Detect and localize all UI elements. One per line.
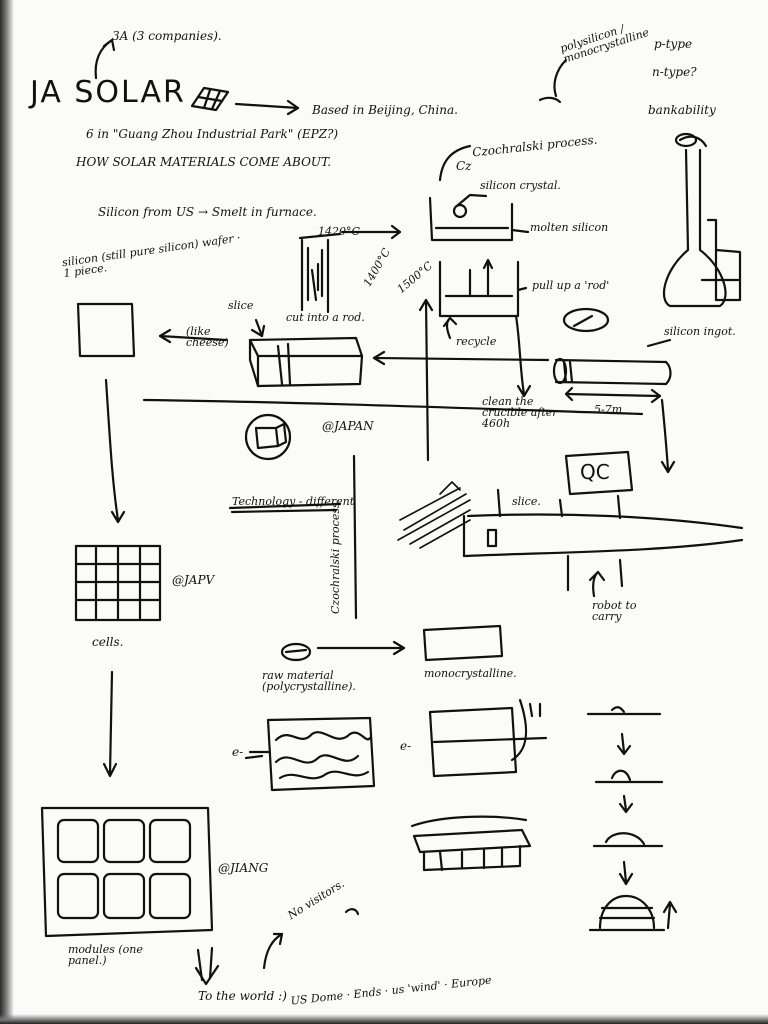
solar-panel-icon [192,88,228,110]
mono-block [430,700,546,776]
cz-note: Cz [456,160,472,172]
scribble-sketch [398,482,470,548]
furnace-column [300,234,340,312]
p-type-note: p-type [654,38,692,50]
slice-label: slice [228,300,253,311]
cz-process-vertical: Czochralski process. [330,499,341,614]
molten-silicon-label: molten silicon [530,222,608,233]
cells-grid-sketch [76,546,160,620]
n-type-note: n-type? [652,66,697,78]
modules-label: modules (one panel.) [68,944,178,966]
silicon-ingot-label: silicon ingot. [664,326,736,337]
cube-icon-sketch [246,415,290,459]
raw-material-label: raw material (polycrystalline). [262,670,402,692]
silicon-ingot-sketch [554,359,671,384]
park-note: 6 in "Guang Zhou Industrial Park" (EPZ?) [86,128,338,140]
mono-rect [424,626,502,660]
based-arrow [236,104,298,108]
length-label: 5-7m [594,404,622,415]
clean-crucible-note: clean the crucible after 460h [482,396,578,429]
temp-1420: 1420°C [318,226,360,237]
like-cheese-label: (like cheese) [186,326,246,348]
conveyor-sketch [464,490,742,590]
modules-panel-sketch [42,808,212,936]
flask-sketch [664,134,740,306]
factory-sketch [412,817,530,870]
molten-arrow [512,230,528,232]
slice-conveyor-label: slice. [512,496,541,507]
poly-crystal-block [250,718,374,790]
crucible-sketch [430,195,512,240]
at-jiang-label: @JIANG [218,862,268,874]
silicon-crystal-label: silicon crystal. [480,180,561,191]
pull-up-rod-label: pull up a 'rod' [532,280,609,291]
title-ja-solar: JA SOLAR [30,78,186,108]
silicon-us-note: Silicon from US → Smelt in furnace. [98,206,317,218]
bankability-note: bankability [648,104,716,116]
pull-crucible-sketch [440,260,518,316]
recycle-label: recycle [456,336,496,347]
at-jappv-label: @JAPV [172,574,214,586]
cz-vertical-arrow [426,300,428,460]
e-left-label: e- [232,746,243,758]
robot-carry-note: robot to carry [592,600,662,622]
technology-different-note: Technology - different [232,496,354,507]
e-right-label: e- [400,740,411,752]
cut-into-rod-label: cut into a rod. [286,312,365,323]
ja-note: 3A (3 companies). [112,30,222,42]
how-materials-heading: HOW SOLAR MATERIALS COME ABOUT. [76,156,331,168]
qc-label: QC [580,462,610,482]
monocrystalline-label: monocrystalline. [424,668,517,679]
to-the-world-note: To the world :) [198,990,287,1002]
cells-label: cells. [92,636,123,648]
growth-sequence [588,707,676,930]
wafer-sketch [78,304,134,356]
cheese-slab-sketch [250,338,362,386]
at-japan-label: @JAPAN [322,420,374,432]
based-in-note: Based in Beijing, China. [312,104,458,116]
